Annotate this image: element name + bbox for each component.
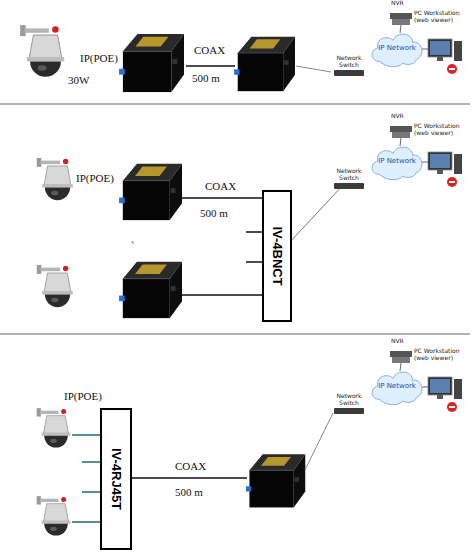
distance-label: 500 m (192, 72, 220, 84)
converter-box (246, 454, 305, 507)
coax-port (246, 231, 262, 233)
device-label: Network Switch (330, 168, 368, 181)
device-label: Network Switch (330, 393, 368, 406)
network-cable (305, 413, 333, 470)
coax-cable (181, 294, 262, 296)
network-label: IP Network (378, 382, 416, 390)
panel-separator (0, 104, 470, 105)
coax-port (246, 261, 262, 263)
network-switch: Network Switch (330, 168, 368, 189)
switch-icon (334, 183, 364, 189)
device-box: IV-4RJ45T (100, 408, 132, 550)
dome-camera (37, 408, 71, 447)
cable-label: COAX (175, 460, 206, 472)
dome-camera (20, 25, 64, 77)
network-cloud: IP Network (368, 140, 426, 182)
poe-cable (72, 434, 100, 436)
poe-port (82, 461, 100, 463)
poe-cable (72, 521, 100, 523)
device-box: IV-4BNCT (262, 190, 292, 322)
network-cable (292, 189, 339, 240)
network-switch: Network Switch (330, 393, 368, 414)
model-label: IV-4RJ45T (110, 448, 123, 510)
device-label: NVR (391, 338, 404, 345)
dome-camera (37, 158, 73, 200)
converter-box (234, 37, 295, 92)
coax-cable (181, 197, 262, 199)
device-label: PC Workstation (web viewer) (414, 348, 464, 361)
model-label: IV-4BNCT (271, 226, 284, 285)
switch-icon (334, 70, 364, 76)
panel-separator (0, 334, 470, 335)
device-label: PC Workstation (web viewer) (414, 123, 464, 136)
converter-box (119, 34, 184, 92)
converter-box (119, 262, 182, 318)
device-label: NVR (391, 113, 404, 120)
dome-camera (37, 265, 73, 307)
network-switch: Network Switch (330, 55, 368, 76)
distance-label: 500 m (175, 486, 203, 498)
distance-label: 500 m (200, 207, 228, 219)
network-cloud: IP Network (368, 365, 426, 407)
coax-cable (186, 65, 235, 67)
port-label: IP(POE) (80, 52, 118, 64)
poe-port (82, 491, 100, 493)
device-label: NVR (391, 0, 404, 7)
converter-box (119, 164, 182, 220)
network-cable (296, 66, 331, 72)
port-label: IP(POE) (76, 172, 114, 184)
switch-icon (334, 408, 364, 414)
device-label: PC Workstation (web viewer) (414, 10, 464, 23)
ellipsis-mark: 、 (130, 232, 142, 245)
cable-label: COAX (205, 180, 236, 192)
port-label: IP(POE) (64, 390, 102, 402)
dome-camera (37, 496, 71, 535)
device-label: Network Switch (330, 55, 368, 68)
network-cloud: IP Network (368, 27, 426, 69)
cable-label: COAX (194, 44, 225, 56)
coax-cable (132, 477, 247, 479)
network-label: IP Network (378, 157, 416, 165)
network-label: IP Network (378, 44, 416, 52)
power-label: 30W (68, 74, 89, 86)
